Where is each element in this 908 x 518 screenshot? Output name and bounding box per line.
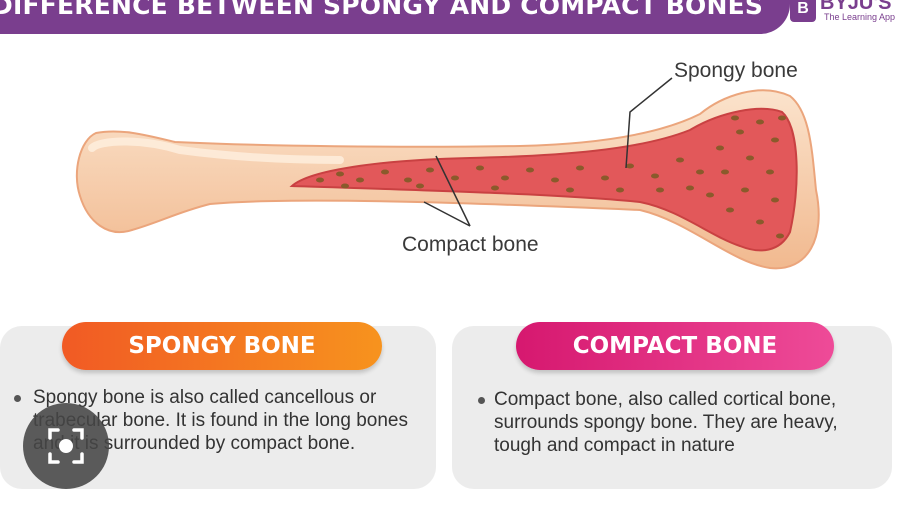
bullet-icon (478, 397, 485, 404)
spongy-spots (316, 115, 786, 239)
compact-bone-description: Compact bone, also called cortical bone,… (494, 389, 838, 456)
bone-highlight (88, 137, 344, 164)
spongy-bone-description: Spongy bone is also called cancellous or… (33, 387, 408, 454)
page-title: DIFFERENCE BETWEEN SPONGY AND COMPACT BO… (0, 0, 764, 20)
brand-name: BYJU'S (820, 0, 892, 14)
bullet-icon (14, 395, 21, 402)
image-search-button[interactable] (23, 403, 109, 489)
compact-bone-label: Compact bone (402, 233, 539, 256)
brand-logo: B BYJU'S The Learning App (790, 0, 908, 26)
brand-tagline: The Learning App (824, 12, 896, 22)
leader-lines (423, 77, 673, 227)
spongy-bone-title: SPONGY BONE (62, 322, 382, 370)
bone-marrow-region (289, 107, 798, 252)
image-search-icon (48, 428, 84, 464)
title-banner: DIFFERENCE BETWEEN SPONGY AND COMPACT BO… (0, 0, 790, 34)
bone-illustration (75, 77, 820, 270)
spongy-bone-label: Spongy bone (674, 59, 798, 82)
logo-mark-icon: B (790, 0, 816, 22)
compact-bone-title: COMPACT BONE (516, 322, 834, 370)
compact-bone-card: COMPACT BONE Compact bone, also called c… (452, 322, 892, 489)
